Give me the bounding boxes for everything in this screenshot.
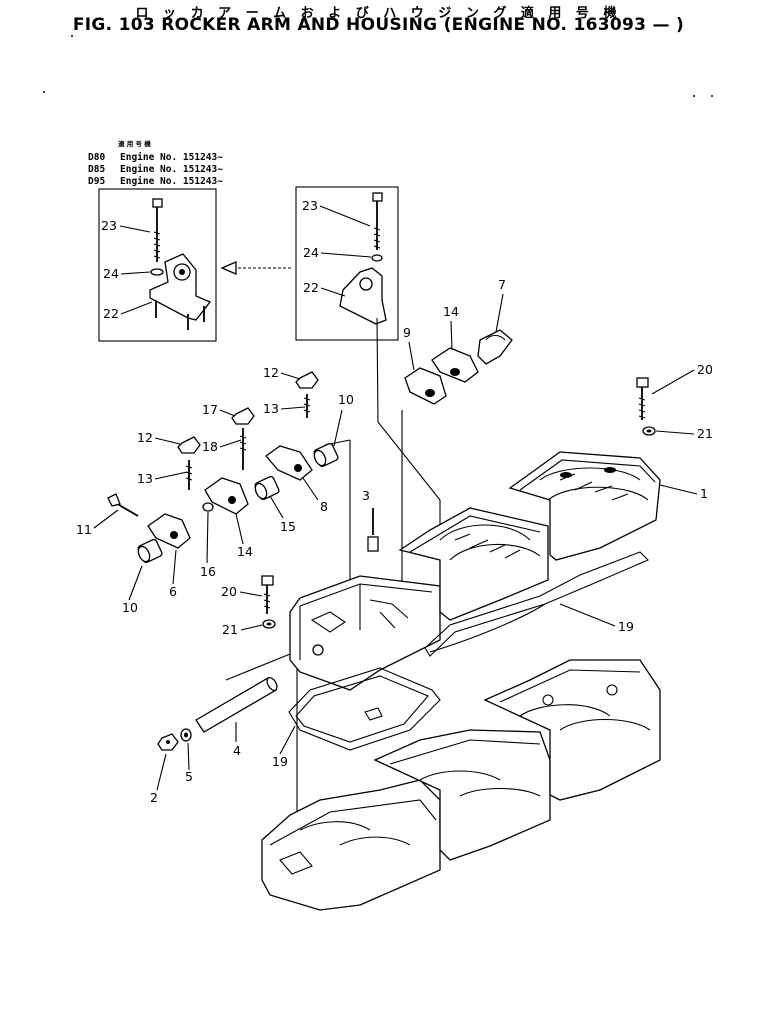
callout-12-upper: 12 [263, 365, 279, 380]
callout-19-right: 19 [618, 619, 634, 634]
applicability-model-d80: D80 [88, 152, 105, 163]
callout-10-lower: 10 [122, 600, 138, 615]
callout-24-right: 24 [303, 245, 319, 260]
scan-artifacts [43, 35, 713, 97]
replacement-arrow [220, 261, 292, 275]
callout-23-left: 23 [101, 218, 117, 233]
callout-5: 5 [185, 769, 193, 784]
inset-new-bracket: 23 24 22 [295, 186, 399, 341]
callout-22-left: 22 [103, 306, 119, 321]
callout-11: 11 [76, 522, 92, 537]
inset-frame-left [98, 188, 217, 342]
callout-12-lower: 12 [137, 430, 153, 445]
callout-1: 1 [700, 486, 708, 501]
figure-title: FIG. 103 ROCKER ARM AND HOUSING (ENGINE … [72, 15, 685, 35]
applicability-engine-d80: Engine No. 151243~ [120, 152, 223, 163]
callout-22-right: 22 [303, 280, 319, 295]
callout-23-right: 23 [302, 198, 318, 213]
inset-old-bracket: 適 用 号 機 D80 Engine No. 151243~ D85 Engin… [88, 139, 223, 342]
callout-labels: 1 2 3 4 5 6 7 8 9 10 10 11 12 12 13 13 1… [76, 277, 713, 805]
callout-2: 2 [150, 790, 158, 805]
rocker-arm-parts [107, 329, 656, 751]
callout-21-right: 21 [697, 426, 713, 441]
callout-13-upper: 13 [263, 401, 279, 416]
callout-10-upper: 10 [338, 392, 354, 407]
callout-20-left: 20 [221, 584, 237, 599]
applicability-model-d95: D95 [88, 176, 105, 187]
callout-6: 6 [169, 584, 177, 599]
rocker-housing-assembly [289, 451, 661, 691]
callout-13-lower: 13 [137, 471, 153, 486]
figure-title-japanese: ロ ッ カ ア ー ム お よ び ハ ウ ジ ン グ 適 用 号 機 [135, 6, 622, 21]
callout-24-left: 24 [103, 266, 119, 281]
callout-8: 8 [320, 499, 328, 514]
applicability-model-d85: D85 [88, 164, 105, 175]
callout-19-left: 19 [272, 754, 288, 769]
gasket-parts [288, 551, 649, 751]
inset-frame-right [295, 186, 399, 341]
callout-4: 4 [233, 743, 241, 758]
callout-18: 18 [202, 439, 218, 454]
callout-3: 3 [362, 488, 370, 503]
callout-14-lower: 14 [237, 544, 253, 559]
callout-17: 17 [202, 402, 218, 417]
callout-20-right: 20 [697, 362, 713, 377]
cylinder-heads [261, 659, 661, 911]
callout-7: 7 [498, 277, 506, 292]
applicability-engine-d85: Engine No. 151243~ [120, 164, 223, 175]
callout-9: 9 [403, 325, 411, 340]
callout-14-upper: 14 [443, 304, 459, 319]
callout-16: 16 [200, 564, 216, 579]
applicability-heading: 適 用 号 機 [118, 139, 151, 148]
callout-15: 15 [280, 519, 296, 534]
applicability-engine-d95: Engine No. 151243~ [120, 176, 223, 187]
callout-21-left: 21 [222, 622, 238, 637]
